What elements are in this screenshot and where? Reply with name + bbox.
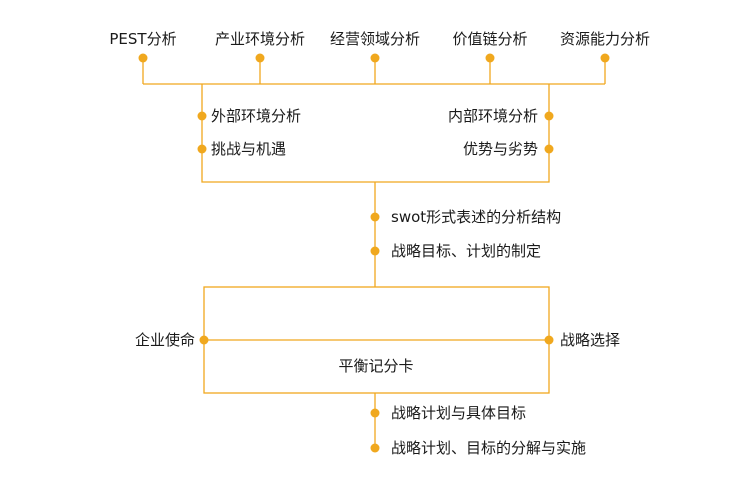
connector-dots bbox=[138, 53, 610, 453]
plan-targets-label: 战略计划与具体目标 bbox=[391, 404, 527, 422]
dot-objectives bbox=[370, 246, 380, 256]
dot-internal-result bbox=[544, 144, 554, 154]
dot-pest bbox=[138, 53, 148, 63]
top-item-pest: PEST分析 bbox=[109, 30, 177, 48]
dot-external-result bbox=[197, 144, 207, 154]
environment-frame bbox=[201, 84, 550, 183]
dot-mission bbox=[199, 335, 209, 345]
dot-plan-targets bbox=[370, 408, 380, 418]
top-item-value-chain: 价值链分析 bbox=[452, 30, 528, 48]
decomposition-label: 战略计划、目标的分解与实施 bbox=[391, 439, 587, 457]
dot-swot bbox=[370, 212, 380, 222]
mission-label: 企业使命 bbox=[134, 331, 195, 349]
top-item-industry: 产业环境分析 bbox=[214, 30, 306, 48]
dot-industry bbox=[255, 53, 265, 63]
dot-internal-analysis bbox=[544, 111, 554, 121]
objectives-step-label: 战略目标、计划的制定 bbox=[391, 242, 542, 260]
scorecard-label: 平衡记分卡 bbox=[338, 357, 414, 375]
dot-external-analysis bbox=[197, 111, 207, 121]
strategy-choice-label: 战略选择 bbox=[560, 331, 621, 349]
external-result-label: 挑战与机遇 bbox=[211, 140, 287, 158]
internal-result-label: 优势与劣势 bbox=[462, 140, 538, 158]
dot-value-chain bbox=[485, 53, 495, 63]
top-item-domain: 经营领域分析 bbox=[329, 30, 421, 48]
dot-resource bbox=[600, 53, 610, 63]
dot-decomposition bbox=[370, 443, 380, 453]
top-item-resource: 资源能力分析 bbox=[559, 30, 651, 48]
dot-strategy-choice bbox=[544, 335, 554, 345]
external-analysis-label: 外部环境分析 bbox=[211, 107, 302, 125]
dot-domain bbox=[370, 53, 380, 63]
internal-analysis-label: 内部环境分析 bbox=[447, 107, 538, 125]
swot-step-label: swot形式表述的分析结构 bbox=[391, 208, 562, 226]
